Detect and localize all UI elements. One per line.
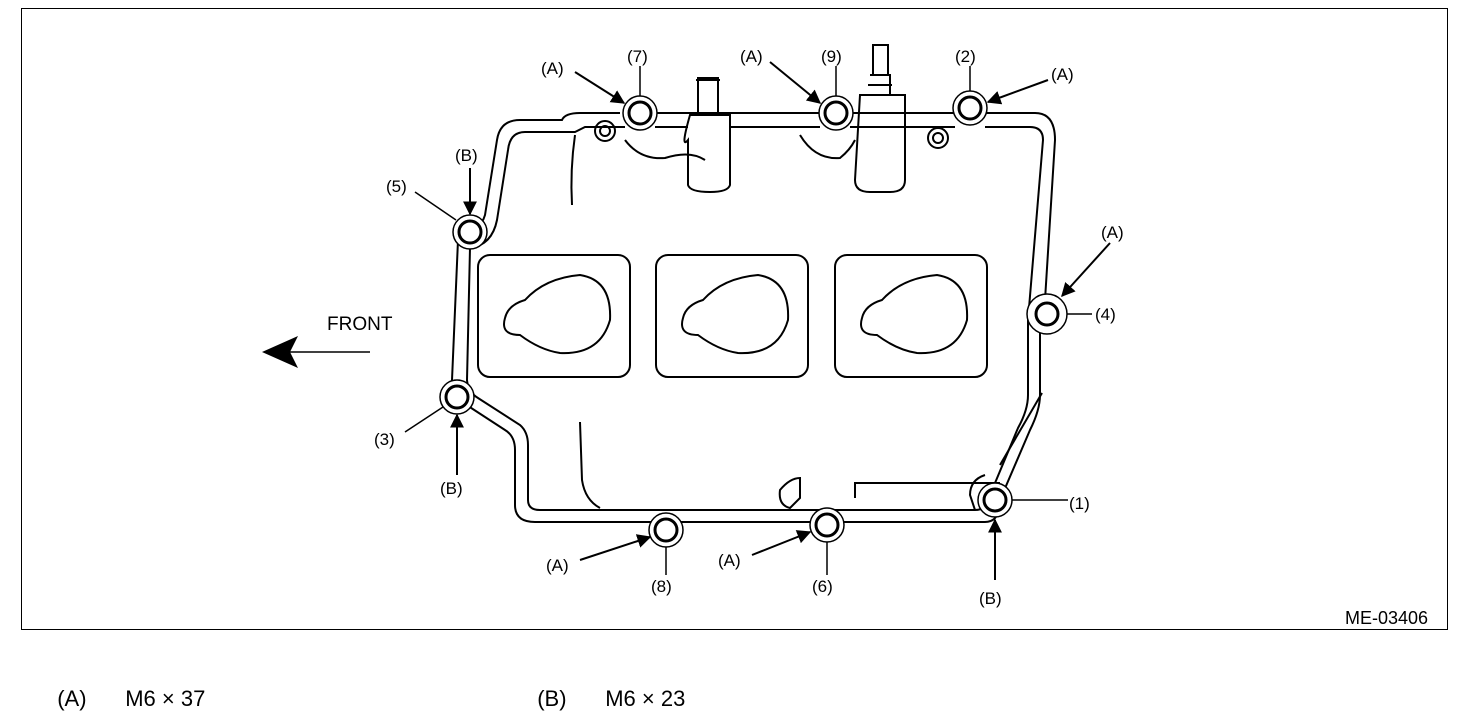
bolt-number-label: (4): [1095, 305, 1116, 324]
bolt-5: [452, 214, 488, 250]
bolt-number-label: (3): [374, 430, 395, 449]
bolt-9: [818, 95, 854, 131]
bolt-6: [809, 507, 845, 543]
figure-id: ME-03406: [1345, 608, 1428, 628]
legend-item-a: (A) M6 × 37: [45, 660, 205, 712]
bolt-type-label: (A): [1101, 223, 1124, 242]
bolt-number-label: (2): [955, 47, 976, 66]
bolt-2: [952, 90, 988, 126]
bolt-number-label: (5): [386, 177, 407, 196]
legend-key: (B): [537, 686, 567, 711]
bolt-heads: [439, 90, 1068, 548]
legend-value: M6 × 23: [605, 686, 686, 711]
intake-ports: [477, 254, 988, 378]
bolt-type-label: (A): [718, 551, 741, 570]
bolt-number-label: (8): [651, 577, 672, 596]
bolt-type-label: (A): [740, 47, 763, 66]
bolt-type-label: (B): [979, 589, 1002, 608]
number-leaders: [404, 66, 1092, 575]
front-label: FRONT: [327, 314, 393, 335]
bolt-type-label: (A): [546, 556, 569, 575]
type-arrows: [450, 61, 1111, 580]
bolt-number-labels: (1) (2) (3) (4) (5) (6) (7) (8) (9): [374, 47, 1116, 596]
bolt-number-label: (7): [627, 47, 648, 66]
bolt-8: [648, 512, 684, 548]
legend-key: (A): [57, 686, 87, 711]
legend-item-b: (B) M6 × 23: [525, 660, 685, 712]
figure-frame: [21, 8, 1448, 630]
bolt-4: [1026, 293, 1068, 335]
bolt-number-label: (9): [821, 47, 842, 66]
bolt-7: [622, 95, 658, 131]
bolt-number-label: (1): [1069, 494, 1090, 513]
front-arrow: FRONT: [262, 314, 393, 368]
bolt-1: [977, 482, 1013, 518]
bolt-type-label: (A): [541, 59, 564, 78]
manifold-outline: [450, 112, 1057, 523]
bolt-type-label: (B): [440, 479, 463, 498]
bolt-type-labels: (B) (A) (B) (A) (B) (A) (A) (A) (A): [440, 47, 1124, 608]
bolt-type-label: (B): [455, 146, 478, 165]
bolt-3: [439, 379, 475, 415]
legend-value: M6 × 37: [125, 686, 206, 711]
upper-mounts: [570, 44, 1043, 511]
bolt-number-label: (6): [812, 577, 833, 596]
bolt-type-label: (A): [1051, 65, 1074, 84]
